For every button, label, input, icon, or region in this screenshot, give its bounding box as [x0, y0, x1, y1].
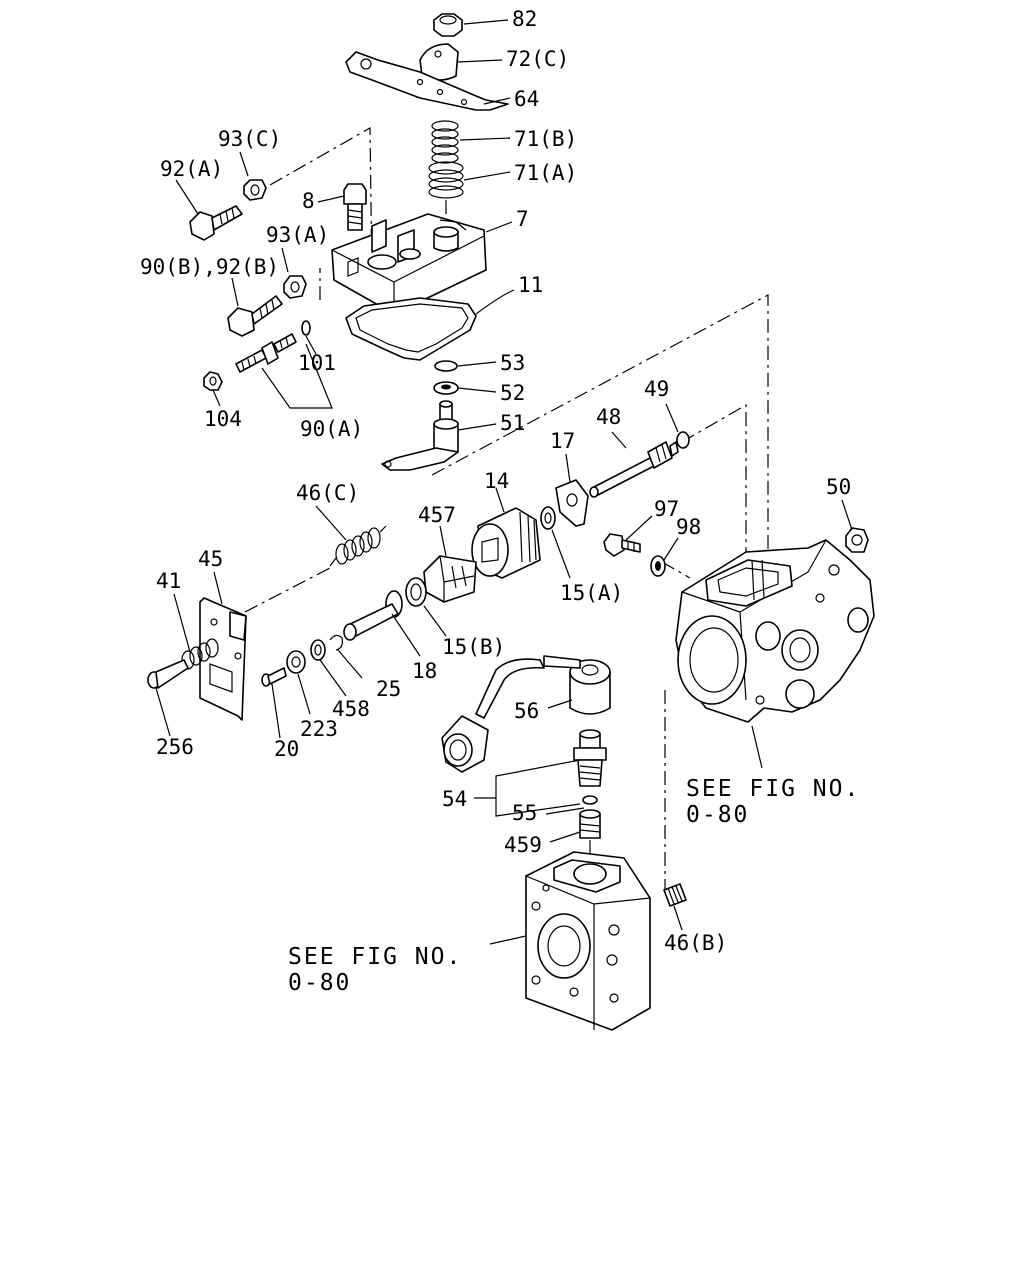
label-51: 51 [500, 411, 525, 435]
label-90a: 90(A) [300, 417, 363, 441]
part-labels: 82 72(C) 64 71(B) 71(A) 93(C) 92(A) 8 7 … [140, 7, 851, 955]
label-98: 98 [676, 515, 701, 539]
part-56-solenoid [441, 655, 611, 773]
label-8: 8 [302, 189, 315, 213]
part-71a-spring [428, 161, 464, 214]
part-46b-stud [663, 883, 687, 907]
part-46c-spring [329, 525, 387, 567]
ref-right-line2: 0-80 [686, 802, 749, 828]
part-54-valve [573, 729, 607, 787]
label-52: 52 [500, 381, 525, 405]
label-56: 56 [514, 699, 539, 723]
part-101-oring [301, 320, 311, 336]
part-55-oring [582, 795, 598, 805]
label-54: 54 [442, 787, 467, 811]
part-15a-washer [540, 506, 556, 530]
part-48-shaft [589, 441, 679, 498]
label-46b: 46(B) [664, 931, 727, 955]
part-223-collar [286, 650, 306, 674]
part-17-plate [555, 479, 589, 527]
label-48: 48 [596, 405, 621, 429]
label-18: 18 [412, 659, 437, 683]
pump-body-bottom [525, 851, 651, 1031]
part-14-sleeve [471, 507, 541, 579]
part-98-washer [650, 555, 666, 577]
part-20-screw [261, 667, 287, 687]
part-90b-92b-bolt [227, 295, 283, 337]
label-97: 97 [654, 497, 679, 521]
label-459: 459 [504, 833, 542, 857]
part-15b-washer [405, 577, 427, 607]
label-49: 49 [644, 377, 669, 401]
label-11: 11 [518, 273, 543, 297]
part-93c-nut [243, 179, 267, 201]
part-90a-stud [235, 333, 297, 373]
part-18-plunger [343, 590, 403, 641]
part-458-ring [310, 639, 326, 661]
part-71b-spring [431, 120, 459, 164]
label-101: 101 [298, 351, 336, 375]
part-64-lever [345, 51, 509, 111]
part-457-block [423, 555, 477, 603]
pump-housing-right [675, 539, 875, 723]
figure-references: SEE FIG NO. 0-80 SEE FIG NO. 0-80 [288, 776, 860, 996]
ref-left-line1: SEE FIG NO. [288, 944, 462, 970]
label-71b: 71(B) [514, 127, 577, 151]
part-104-nut [203, 371, 223, 391]
part-92a-bolt [189, 205, 243, 241]
part-7-cover [331, 213, 487, 315]
label-46c: 46(C) [296, 481, 359, 505]
part-93a-nut [283, 275, 307, 299]
leader-lines [155, 19, 853, 945]
part-50-nut [845, 527, 869, 553]
label-15b: 15(B) [442, 635, 505, 659]
label-45: 45 [198, 547, 223, 571]
label-92a: 92(A) [160, 157, 223, 181]
part-256-pin [147, 659, 189, 689]
label-93a: 93(A) [266, 223, 329, 247]
label-50: 50 [826, 475, 851, 499]
label-72c: 72(C) [506, 47, 569, 71]
label-53: 53 [500, 351, 525, 375]
label-82: 82 [512, 7, 537, 31]
label-55: 55 [512, 801, 537, 825]
part-49-oring [676, 431, 690, 449]
part-459-fitting [579, 809, 601, 839]
label-458: 458 [332, 697, 370, 721]
ref-right-line1: SEE FIG NO. [686, 776, 860, 802]
part-52-washer [433, 381, 459, 395]
part-45-bracket [199, 597, 247, 721]
label-41: 41 [156, 569, 181, 593]
part-97-bolt [603, 533, 641, 557]
label-14: 14 [484, 469, 509, 493]
label-25: 25 [376, 677, 401, 701]
label-20: 20 [274, 737, 299, 761]
label-7: 7 [516, 207, 529, 231]
label-457: 457 [418, 503, 456, 527]
label-223: 223 [300, 717, 338, 741]
part-53-oring [434, 360, 458, 372]
label-71a: 71(A) [514, 161, 577, 185]
label-17: 17 [550, 429, 575, 453]
part-25-clip [329, 634, 343, 651]
label-104: 104 [204, 407, 242, 431]
label-15a: 15(A) [560, 581, 623, 605]
part-11-gasket [345, 297, 477, 361]
label-64: 64 [514, 87, 539, 111]
part-41-spring [181, 638, 219, 670]
label-256: 256 [156, 735, 194, 759]
part-51-shaft [381, 400, 459, 471]
label-90b-92b: 90(B),92(B) [140, 255, 279, 279]
label-93c: 93(C) [218, 127, 281, 151]
ref-left-line2: 0-80 [288, 970, 351, 996]
part-82-nut [433, 13, 463, 37]
part-8-screw [343, 183, 367, 231]
